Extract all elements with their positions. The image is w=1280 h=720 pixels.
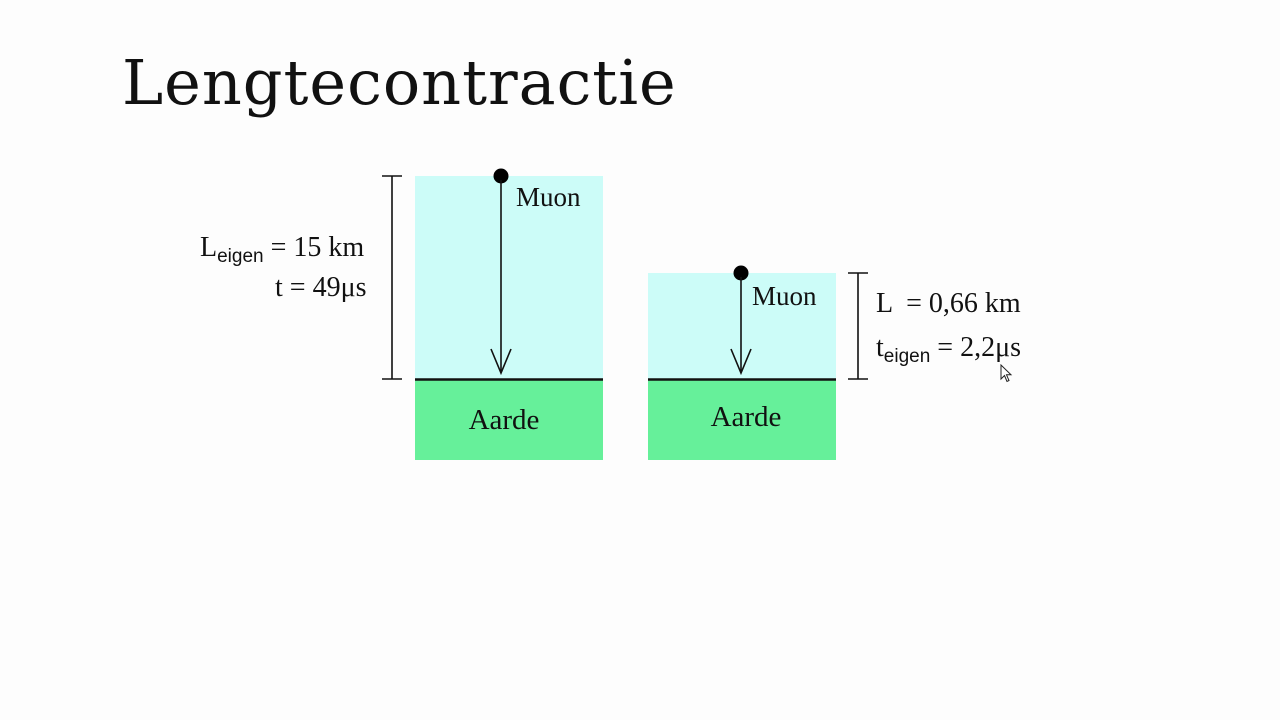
left-muon-label: Muon <box>516 182 581 212</box>
right-time-symbol: t <box>876 332 884 363</box>
mouse-pointer-icon <box>1000 364 1013 383</box>
right-time-value: = 2,2μs <box>937 332 1021 363</box>
right-time-equation: teigen = 2,2μs <box>876 332 1021 367</box>
left-earth-label: Aarde <box>468 404 540 436</box>
right-muon-dot <box>733 265 749 281</box>
right-length-equation: L = 0,66 km <box>876 288 1021 319</box>
right-earth-label: Aarde <box>710 401 782 433</box>
left-arrow-head <box>490 348 512 376</box>
right-arrow-head <box>730 348 752 376</box>
left-atmosphere-region <box>415 176 603 379</box>
left-muon-dot <box>493 168 509 184</box>
left-length-symbol: L <box>200 232 218 263</box>
right-time-subscript: eigen <box>883 346 931 367</box>
left-length-value: = 15 km <box>270 232 365 263</box>
left-length-equation: Leigen = 15 km <box>200 232 365 267</box>
slide-title: Lengtecontractie <box>122 46 677 119</box>
left-time-equation: t = 49μs <box>275 272 367 303</box>
right-muon-label: Muon <box>752 281 817 311</box>
left-length-subscript: eigen <box>217 246 264 267</box>
left-earth-region <box>415 380 603 460</box>
right-earth-region <box>648 380 836 460</box>
right-atmosphere-region <box>648 273 836 379</box>
